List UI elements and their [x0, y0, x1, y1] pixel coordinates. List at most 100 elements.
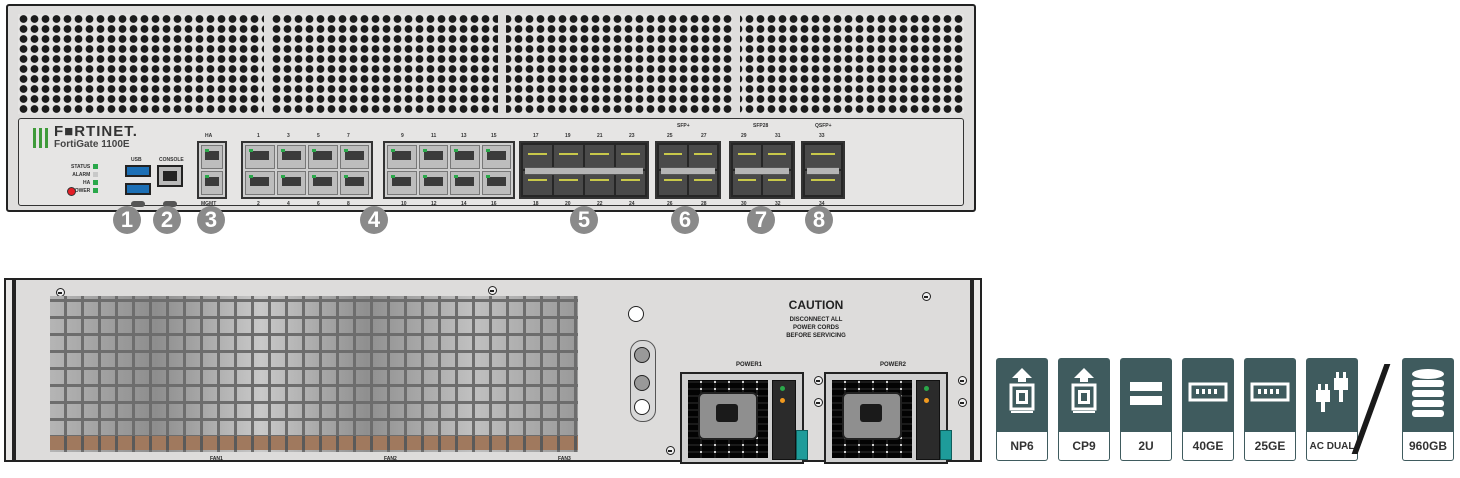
rj45-port[interactable] [339, 145, 369, 169]
feature-label: CP9 [1058, 432, 1110, 461]
feature-np6: NP6 [996, 358, 1048, 462]
rj45-port[interactable] [418, 171, 448, 195]
port-number: 15 [491, 133, 497, 139]
usb-port-1[interactable] [125, 165, 151, 177]
rj45-port[interactable] [481, 171, 511, 195]
sfp-slot[interactable] [585, 145, 614, 169]
port-number: 12 [431, 201, 437, 207]
np6-chip-icon [1009, 368, 1035, 413]
psu-handle[interactable] [916, 380, 940, 460]
rj45-port[interactable] [450, 145, 480, 169]
fan1-label: FAN1 [210, 456, 223, 462]
feature-storage: 960GB [1402, 358, 1454, 462]
rj45-port[interactable] [308, 145, 338, 169]
rear-panel-chassis: FAN1 FAN2 FAN3 CAUTION DISCONNECT ALL PO… [4, 278, 982, 464]
rj45-port[interactable] [450, 171, 480, 195]
ac-dual-power-icon [1316, 372, 1348, 412]
rj45-port[interactable] [387, 145, 417, 169]
callout-1: 1 [113, 206, 141, 234]
sfp-slot[interactable] [585, 171, 614, 195]
sfp-slot[interactable] [523, 171, 552, 195]
sfp-slot[interactable] [616, 145, 645, 169]
sfp-plus-label: SFP+ [677, 123, 690, 129]
vent-divider [498, 14, 506, 114]
port-number: 26 [667, 201, 673, 207]
feature-label: 2U [1120, 432, 1172, 461]
rj45-port[interactable] [339, 171, 369, 195]
caution-title: CAUTION [788, 298, 844, 312]
sfp-plus-slot[interactable] [689, 171, 717, 195]
feature-label: 960GB [1402, 432, 1454, 461]
rj45-port[interactable] [276, 145, 306, 169]
psu-release-latch[interactable] [940, 430, 952, 460]
rj45-port[interactable] [308, 171, 338, 195]
usb-label: USB [131, 157, 142, 163]
port-number: 17 [533, 133, 539, 139]
ha-mgmt-ports [197, 141, 227, 199]
port-number: 24 [629, 201, 635, 207]
sfp-slot[interactable] [523, 145, 552, 169]
screw-icon [814, 376, 823, 385]
rack-ear-left [4, 278, 14, 462]
feature-2u: 2U [1120, 358, 1172, 462]
qsfp-plus-slot[interactable] [805, 171, 841, 195]
rj45-port[interactable] [481, 145, 511, 169]
feature-cp9: CP9 [1058, 358, 1110, 462]
psu-release-latch[interactable] [796, 430, 808, 460]
sfp28-slot[interactable] [733, 145, 761, 169]
ge-rj45-ports-1-8 [241, 141, 373, 199]
led-alarm: ALARM [71, 171, 99, 179]
rj45-port[interactable] [276, 171, 306, 195]
fan-tray-grille [50, 296, 578, 452]
fortinet-logo: F■RTINET. FortiGate 1100E [33, 123, 138, 151]
ground-symbol-icon [628, 306, 644, 322]
ground-post-icon [634, 347, 650, 363]
psu-fault-led-icon [924, 398, 929, 403]
mgmt-port[interactable] [201, 171, 223, 195]
psu-handle[interactable] [772, 380, 796, 460]
usb-port-2[interactable] [125, 183, 151, 195]
sfp-plus-slot[interactable] [659, 145, 687, 169]
callout-8: 8 [805, 206, 833, 234]
sfp28-slot[interactable] [733, 171, 761, 195]
sfp-slot[interactable] [554, 171, 583, 195]
port-number: 32 [775, 201, 781, 207]
screw-icon [922, 292, 931, 301]
qsfp-plus-slot[interactable] [805, 145, 841, 169]
brand-name: F■RTINET. [54, 123, 138, 140]
sfp-plus-slot[interactable] [689, 145, 717, 169]
callout-2: 2 [153, 206, 181, 234]
sfp-plus-slot[interactable] [659, 171, 687, 195]
rj45-port[interactable] [418, 145, 448, 169]
power-supply-1 [680, 372, 808, 464]
sfp-latch-bar [807, 167, 839, 175]
ac-inlet-socket[interactable] [698, 392, 758, 440]
sfp28-slot[interactable] [763, 145, 791, 169]
sfp28-slot[interactable] [763, 171, 791, 195]
callout-6: 6 [671, 206, 699, 234]
ge-sfp-ports-17-24 [519, 141, 649, 199]
port-number: 19 [565, 133, 571, 139]
screw-icon [814, 398, 823, 407]
console-port[interactable] [157, 165, 183, 187]
port-number: 5 [317, 133, 320, 139]
sfp-latch-bar [661, 167, 715, 175]
rj45-port[interactable] [245, 145, 275, 169]
sfp-slot[interactable] [616, 171, 645, 195]
ground-post-icon [634, 375, 650, 391]
ac-inlet-socket[interactable] [842, 392, 902, 440]
rj45-port[interactable] [387, 171, 417, 195]
console-pill-icon [163, 201, 177, 207]
feature-40ge: 40GE [1182, 358, 1234, 462]
port-number: 11 [431, 133, 437, 139]
ha-port[interactable] [201, 145, 223, 169]
ge-rj45-ports-9-16 [383, 141, 515, 199]
rj45-port[interactable] [245, 171, 275, 195]
port-number: 30 [741, 201, 747, 207]
screw-icon [488, 286, 497, 295]
port-number: 9 [401, 133, 404, 139]
port-number: 13 [461, 133, 467, 139]
fan2-label: FAN2 [384, 456, 397, 462]
rack-2u-icon [1130, 382, 1162, 405]
sfp-slot[interactable] [554, 145, 583, 169]
